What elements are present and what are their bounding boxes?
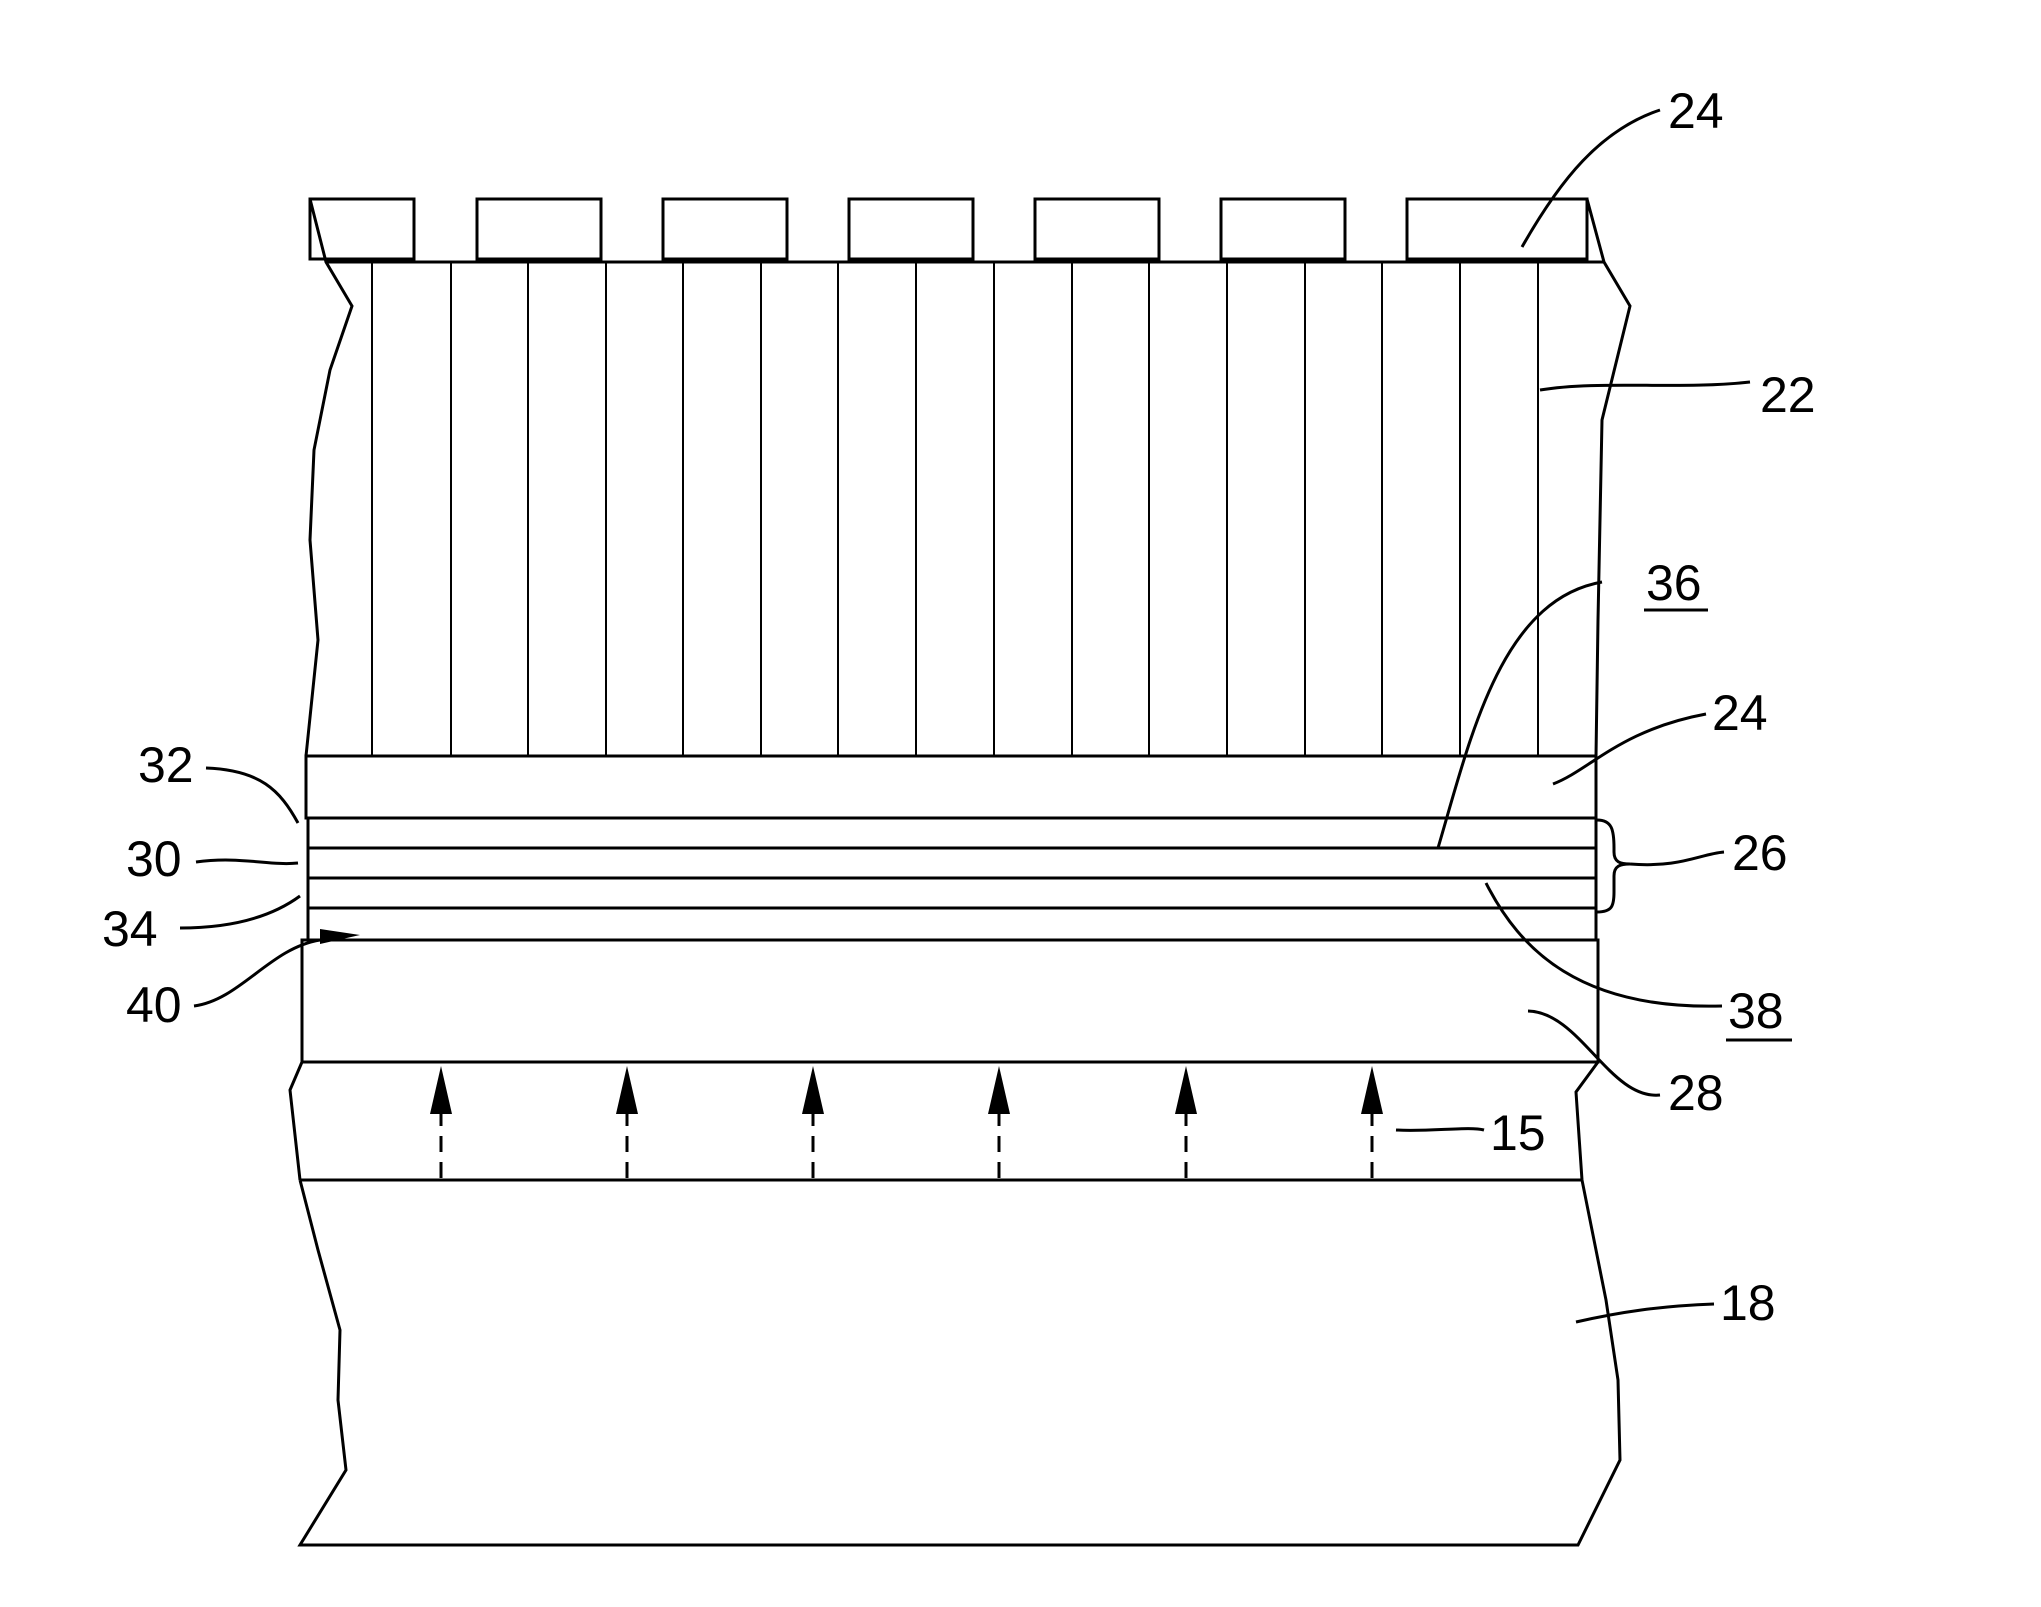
arrow-head [1361,1066,1383,1114]
arrow-head [616,1066,638,1114]
electrode-pad [1221,199,1345,259]
ref-26: 26 [1732,825,1788,881]
column-dividers [372,262,1538,756]
sublayer-30 [308,848,1596,878]
irradiation-region [290,1062,1598,1180]
arrow-head [802,1066,824,1114]
layer-40 [308,908,1596,940]
upward-arrows [430,1066,1383,1178]
ref-24-mid: 24 [1712,685,1768,741]
arrowhead [320,929,360,944]
ref-30: 30 [126,831,182,887]
electrode-layer-24 [306,756,1596,818]
electrode-pad [849,199,973,259]
substrate [300,1180,1620,1545]
columnar-layer [306,199,1630,756]
ref-22: 22 [1760,367,1816,423]
arrow-head [988,1066,1010,1114]
ref-40: 40 [126,977,182,1033]
electrode-pad [1407,199,1587,259]
ref-34: 34 [102,901,158,957]
sublayer-32 [308,818,1596,848]
ref-15: 15 [1490,1105,1546,1161]
ref-36: 36 [1646,555,1702,611]
ref-24-top: 24 [1668,83,1724,139]
electrode-pad [1035,199,1159,259]
top-electrode-pads [310,199,1587,259]
ref-18: 18 [1720,1275,1776,1331]
ref-28: 28 [1668,1065,1724,1121]
arrow-head [1175,1066,1197,1114]
arrow-head [430,1066,452,1114]
reference-labels: 24 22 36 24 32 30 26 34 40 38 28 15 18 [102,83,1816,1331]
layer-28 [302,940,1598,1062]
sublayer-34 [308,878,1596,908]
electrode-pad [663,199,787,259]
electrode-pad [310,199,414,259]
electrode-pad [477,199,601,259]
ref-38: 38 [1728,983,1784,1039]
ref-32: 32 [138,737,194,793]
